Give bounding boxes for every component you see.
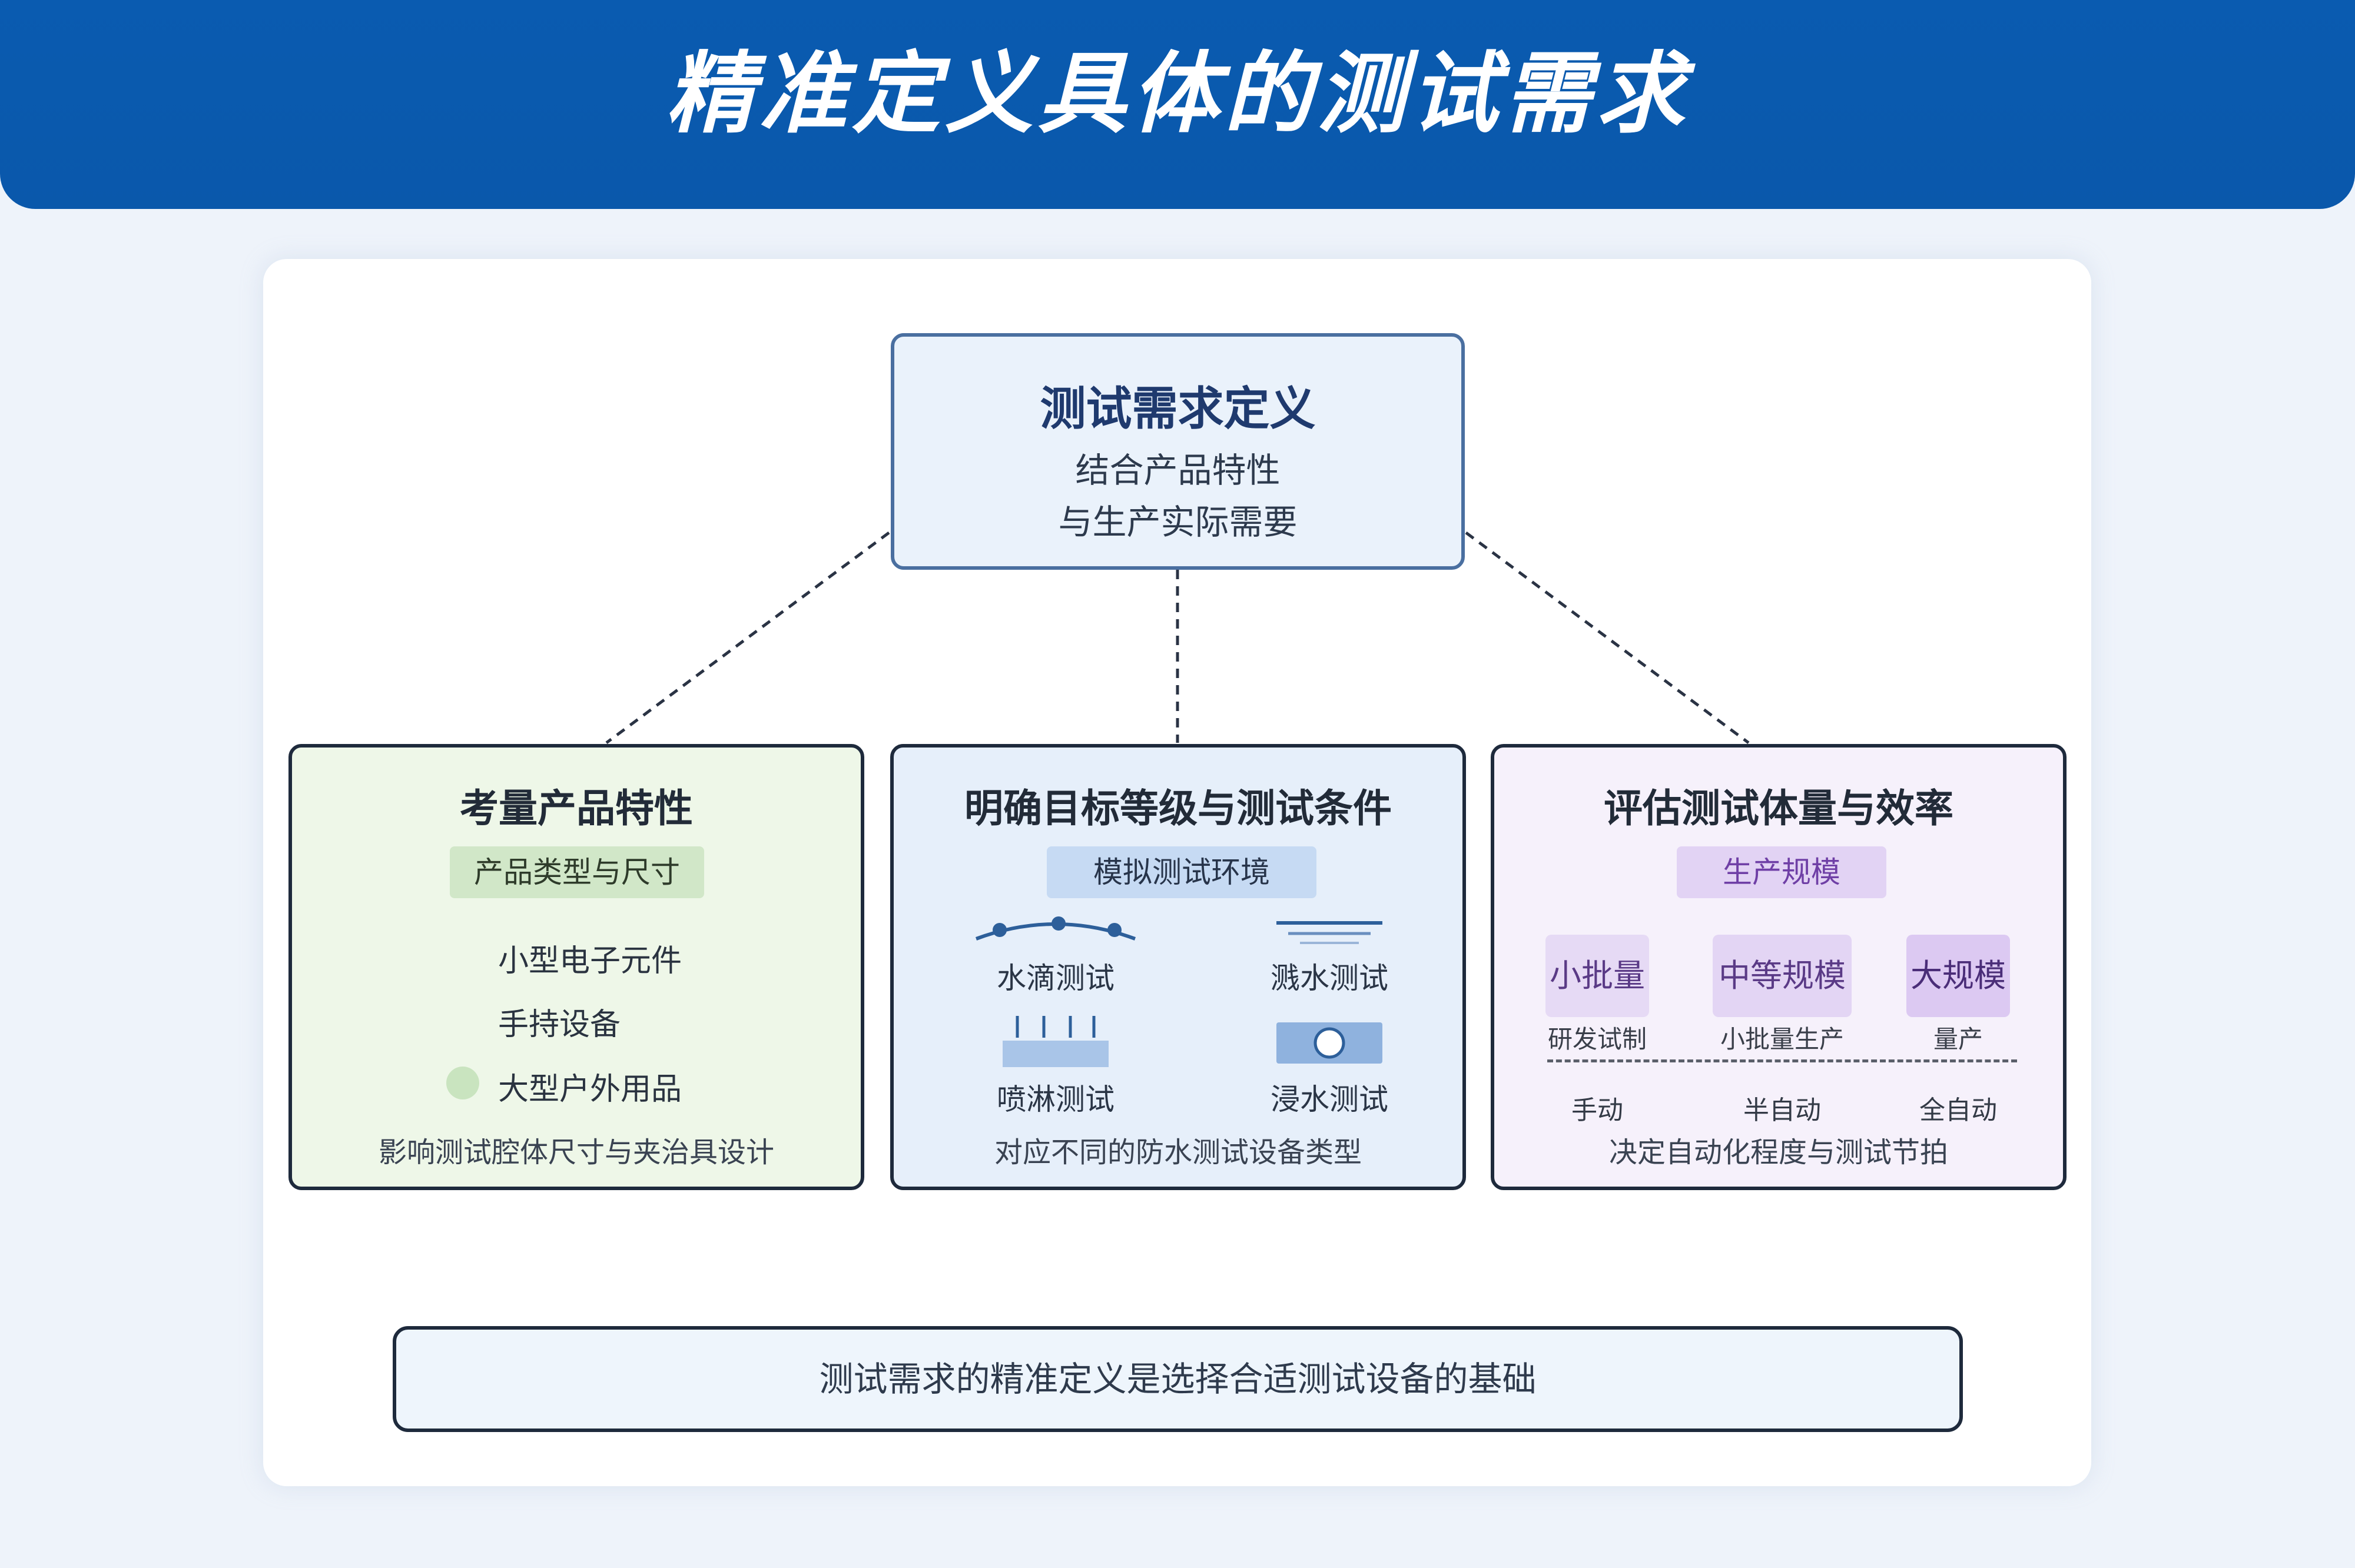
immersion-test-icon [1276,1022,1382,1064]
conclusion-bar: 测试需求的精准定义是选择合适测试设备的基础 [393,1326,1963,1432]
connector-right [1465,531,1750,745]
product-tag: 产品类型与尺寸 [450,846,704,898]
root-title: 测试需求定义 [1040,383,1316,436]
volume-title: 评估测试体量与效率 [1604,786,1953,831]
product-characteristics-panel: 考量产品特性 产品类型与尺寸 小型电子元件 手持设备 大型户外用品 影响测试腔体… [288,744,864,1190]
connector-left [605,531,890,745]
handheld-dot-icon [446,1016,479,1049]
target-conditions-panel: 明确目标等级与测试条件 模拟测试环境 水滴测试 溅水测试 喷淋测试 浸水测试 对… [890,744,1466,1190]
volume-efficiency-panel: 评估测试体量与效率 生产规模 小批量 研发试制 中等规模 小批量生产 大规模 量… [1491,744,2067,1190]
scale-medium-sub: 小批量生产 [1720,1025,1844,1054]
automation-semi: 半自动 [1743,1095,1821,1125]
drip-test-label: 水滴测试 [997,961,1115,995]
volume-footer: 决定自动化程度与测试节拍 [1608,1136,1948,1169]
product-footer: 影响测试腔体尺寸与夹治具设计 [378,1136,774,1169]
spray-test-icon [1003,1016,1109,1067]
product-item-small: 小型电子元件 [498,944,682,979]
spray-test-label: 喷淋测试 [997,1082,1115,1117]
scale-medium-box: 中等规模 [1713,935,1852,1017]
small-component-dot-icon [446,951,479,984]
product-title: 考量产品特性 [460,786,693,831]
target-footer: 对应不同的防水测试设备类型 [994,1136,1362,1169]
scale-small-sub: 研发试制 [1547,1025,1647,1054]
automation-full: 全自动 [1919,1095,1997,1125]
root-subline-1: 结合产品特性 [1075,450,1281,490]
splash-test-label: 溅水测试 [1271,961,1388,995]
root-subline-2: 与生产实际需要 [1058,502,1298,542]
scale-large-box: 大规模 [1906,935,2010,1017]
target-title: 明确目标等级与测试条件 [964,786,1392,831]
header-banner: 精准定义具体的测试需求 [0,0,2355,209]
product-item-handheld: 手持设备 [498,1007,621,1042]
volume-tag: 生产规模 [1677,846,1886,898]
scale-small-box: 小批量 [1545,935,1649,1017]
splash-test-icon [1276,921,1382,944]
root-node: 测试需求定义 结合产品特性 与生产实际需要 [891,333,1465,570]
outdoor-dot-icon [446,1067,479,1099]
automation-manual: 手动 [1571,1095,1623,1125]
scale-large-sub: 量产 [1933,1025,1983,1054]
automation-divider [1547,1059,2017,1062]
immersion-test-label: 浸水测试 [1271,1082,1388,1117]
target-tag: 模拟测试环境 [1047,846,1316,898]
page-title: 精准定义具体的测试需求 [665,43,1689,145]
product-item-outdoor: 大型户外用品 [498,1072,682,1107]
drip-test-icon [975,916,1136,941]
